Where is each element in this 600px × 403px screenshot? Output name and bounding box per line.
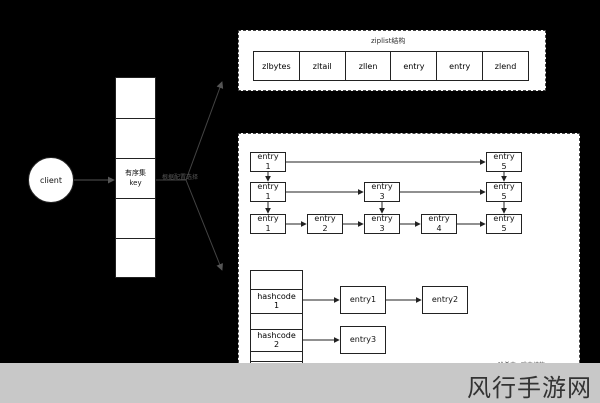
ziplist-cell-zlbytes: zlbytes <box>254 52 300 80</box>
hash-slot-empty-top <box>251 271 302 290</box>
key-cell-1 <box>116 78 155 119</box>
hash-slot-1: hashcode 1 <box>251 289 302 314</box>
skiplist-r3-entry-4: entry 4 <box>421 214 457 234</box>
ziplist-row: zlbytes zltail zllen entry entry zlend <box>253 51 529 81</box>
key-column: 有序集 key <box>115 77 156 278</box>
hash-entry-1: entry1 <box>340 286 386 314</box>
skiplist-r3-entry-5: entry 5 <box>486 214 522 234</box>
skiplist-r2-entry-1: entry 1 <box>250 182 286 202</box>
hash-slot-empty-mid <box>251 313 302 330</box>
client-node: client <box>28 157 74 203</box>
ziplist-cell-zltail: zltail <box>300 52 346 80</box>
fork-label: 根据配置选择 <box>162 174 199 181</box>
ziplist-panel: ziplist结构 zlbytes zltail zllen entry ent… <box>238 30 546 91</box>
skiplist-r2-entry-3: entry 3 <box>364 182 400 202</box>
watermark-text: 风行手游网 <box>467 374 592 402</box>
hash-table: hashcode 1 hashcode 2 <box>250 270 303 371</box>
ziplist-cell-zlend: zlend <box>494 61 517 71</box>
client-label: client <box>40 175 62 185</box>
ziplist-cell-entry-a: entry <box>391 52 438 80</box>
ziplist-title: ziplist结构 <box>371 37 406 45</box>
key-cell-3: 有序集 key <box>116 158 155 199</box>
fork-to-ziplist-arrow <box>185 81 224 181</box>
key-cell-4 <box>116 198 155 239</box>
skiplist-r3-entry-1: entry 1 <box>250 214 286 234</box>
skiplist-r1-entry-5: entry 5 <box>486 152 522 172</box>
skiplist-r3-entry-2: entry 2 <box>307 214 343 234</box>
hash-slot-2: hashcode 2 <box>251 329 302 352</box>
ziplist-cell-entry-b: entry <box>437 52 484 80</box>
watermark-band <box>0 363 600 403</box>
hash-entry-2: entry2 <box>422 286 468 314</box>
skiplist-r2-entry-5: entry 5 <box>486 182 522 202</box>
skiplist-r1-entry-1: entry 1 <box>250 152 286 172</box>
hash-entry-3: entry3 <box>340 326 386 354</box>
ziplist-cell-zllen: zllen <box>346 52 392 80</box>
skiplist-r3-entry-3: entry 3 <box>364 214 400 234</box>
hash-slot-empty-bottom <box>251 351 302 362</box>
key-cell-2 <box>116 118 155 159</box>
fork-to-skiplist-arrow <box>185 179 223 271</box>
